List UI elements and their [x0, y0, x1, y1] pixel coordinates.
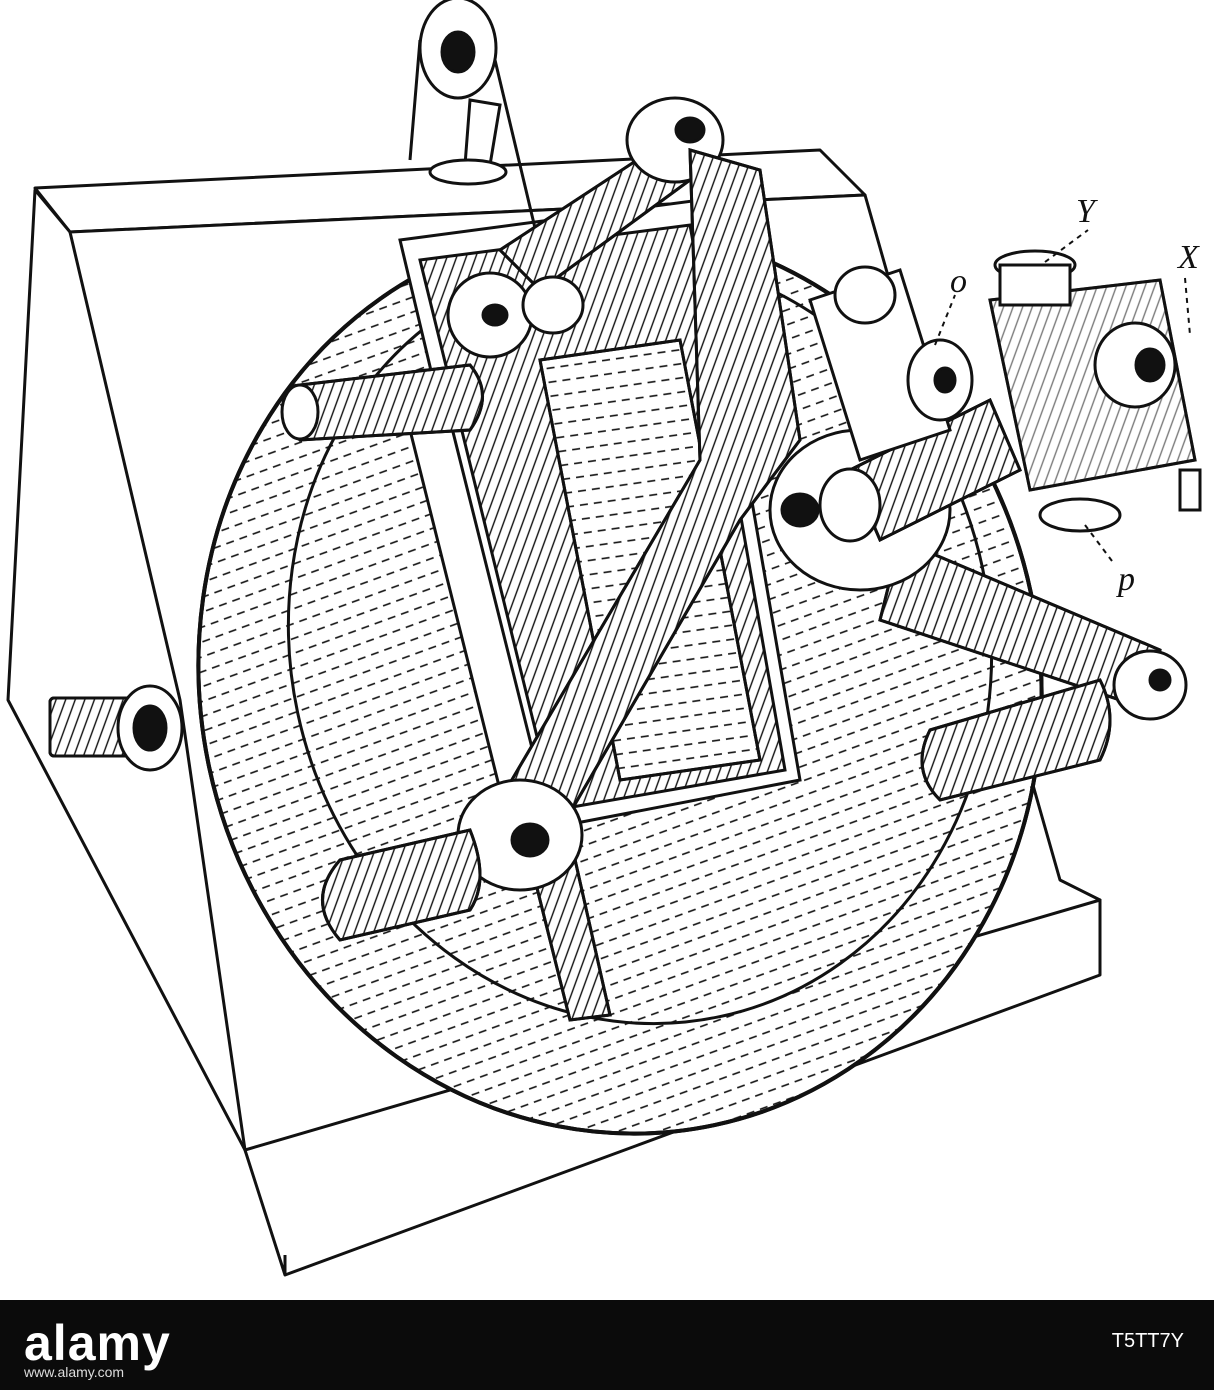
small-pulleys [446, 271, 585, 359]
lower-left-handle [321, 828, 482, 942]
footer-url: www.alamy.com [24, 1364, 125, 1380]
optical-head [988, 249, 1202, 533]
callout-lines [934, 229, 1191, 566]
stock-footer: alamy www.alamy.com T5TT7Y [0, 1300, 1214, 1390]
label-p: p [1116, 561, 1135, 598]
label-x: X [1176, 239, 1200, 276]
label-y: Y [1076, 193, 1098, 230]
top-pulley [408, 0, 547, 271]
horizontal-handle [280, 363, 484, 442]
stock-id: T5TT7Y [1111, 1330, 1184, 1352]
right-lower-arm [878, 537, 1188, 802]
label-o: o [950, 263, 967, 300]
gear-box [808, 265, 974, 462]
side-knob [48, 684, 184, 772]
machine-illustration: Y X o p [6, 0, 1202, 1277]
alamy-logo: alamy [24, 1315, 171, 1371]
main-diagonal-arm [456, 147, 802, 892]
